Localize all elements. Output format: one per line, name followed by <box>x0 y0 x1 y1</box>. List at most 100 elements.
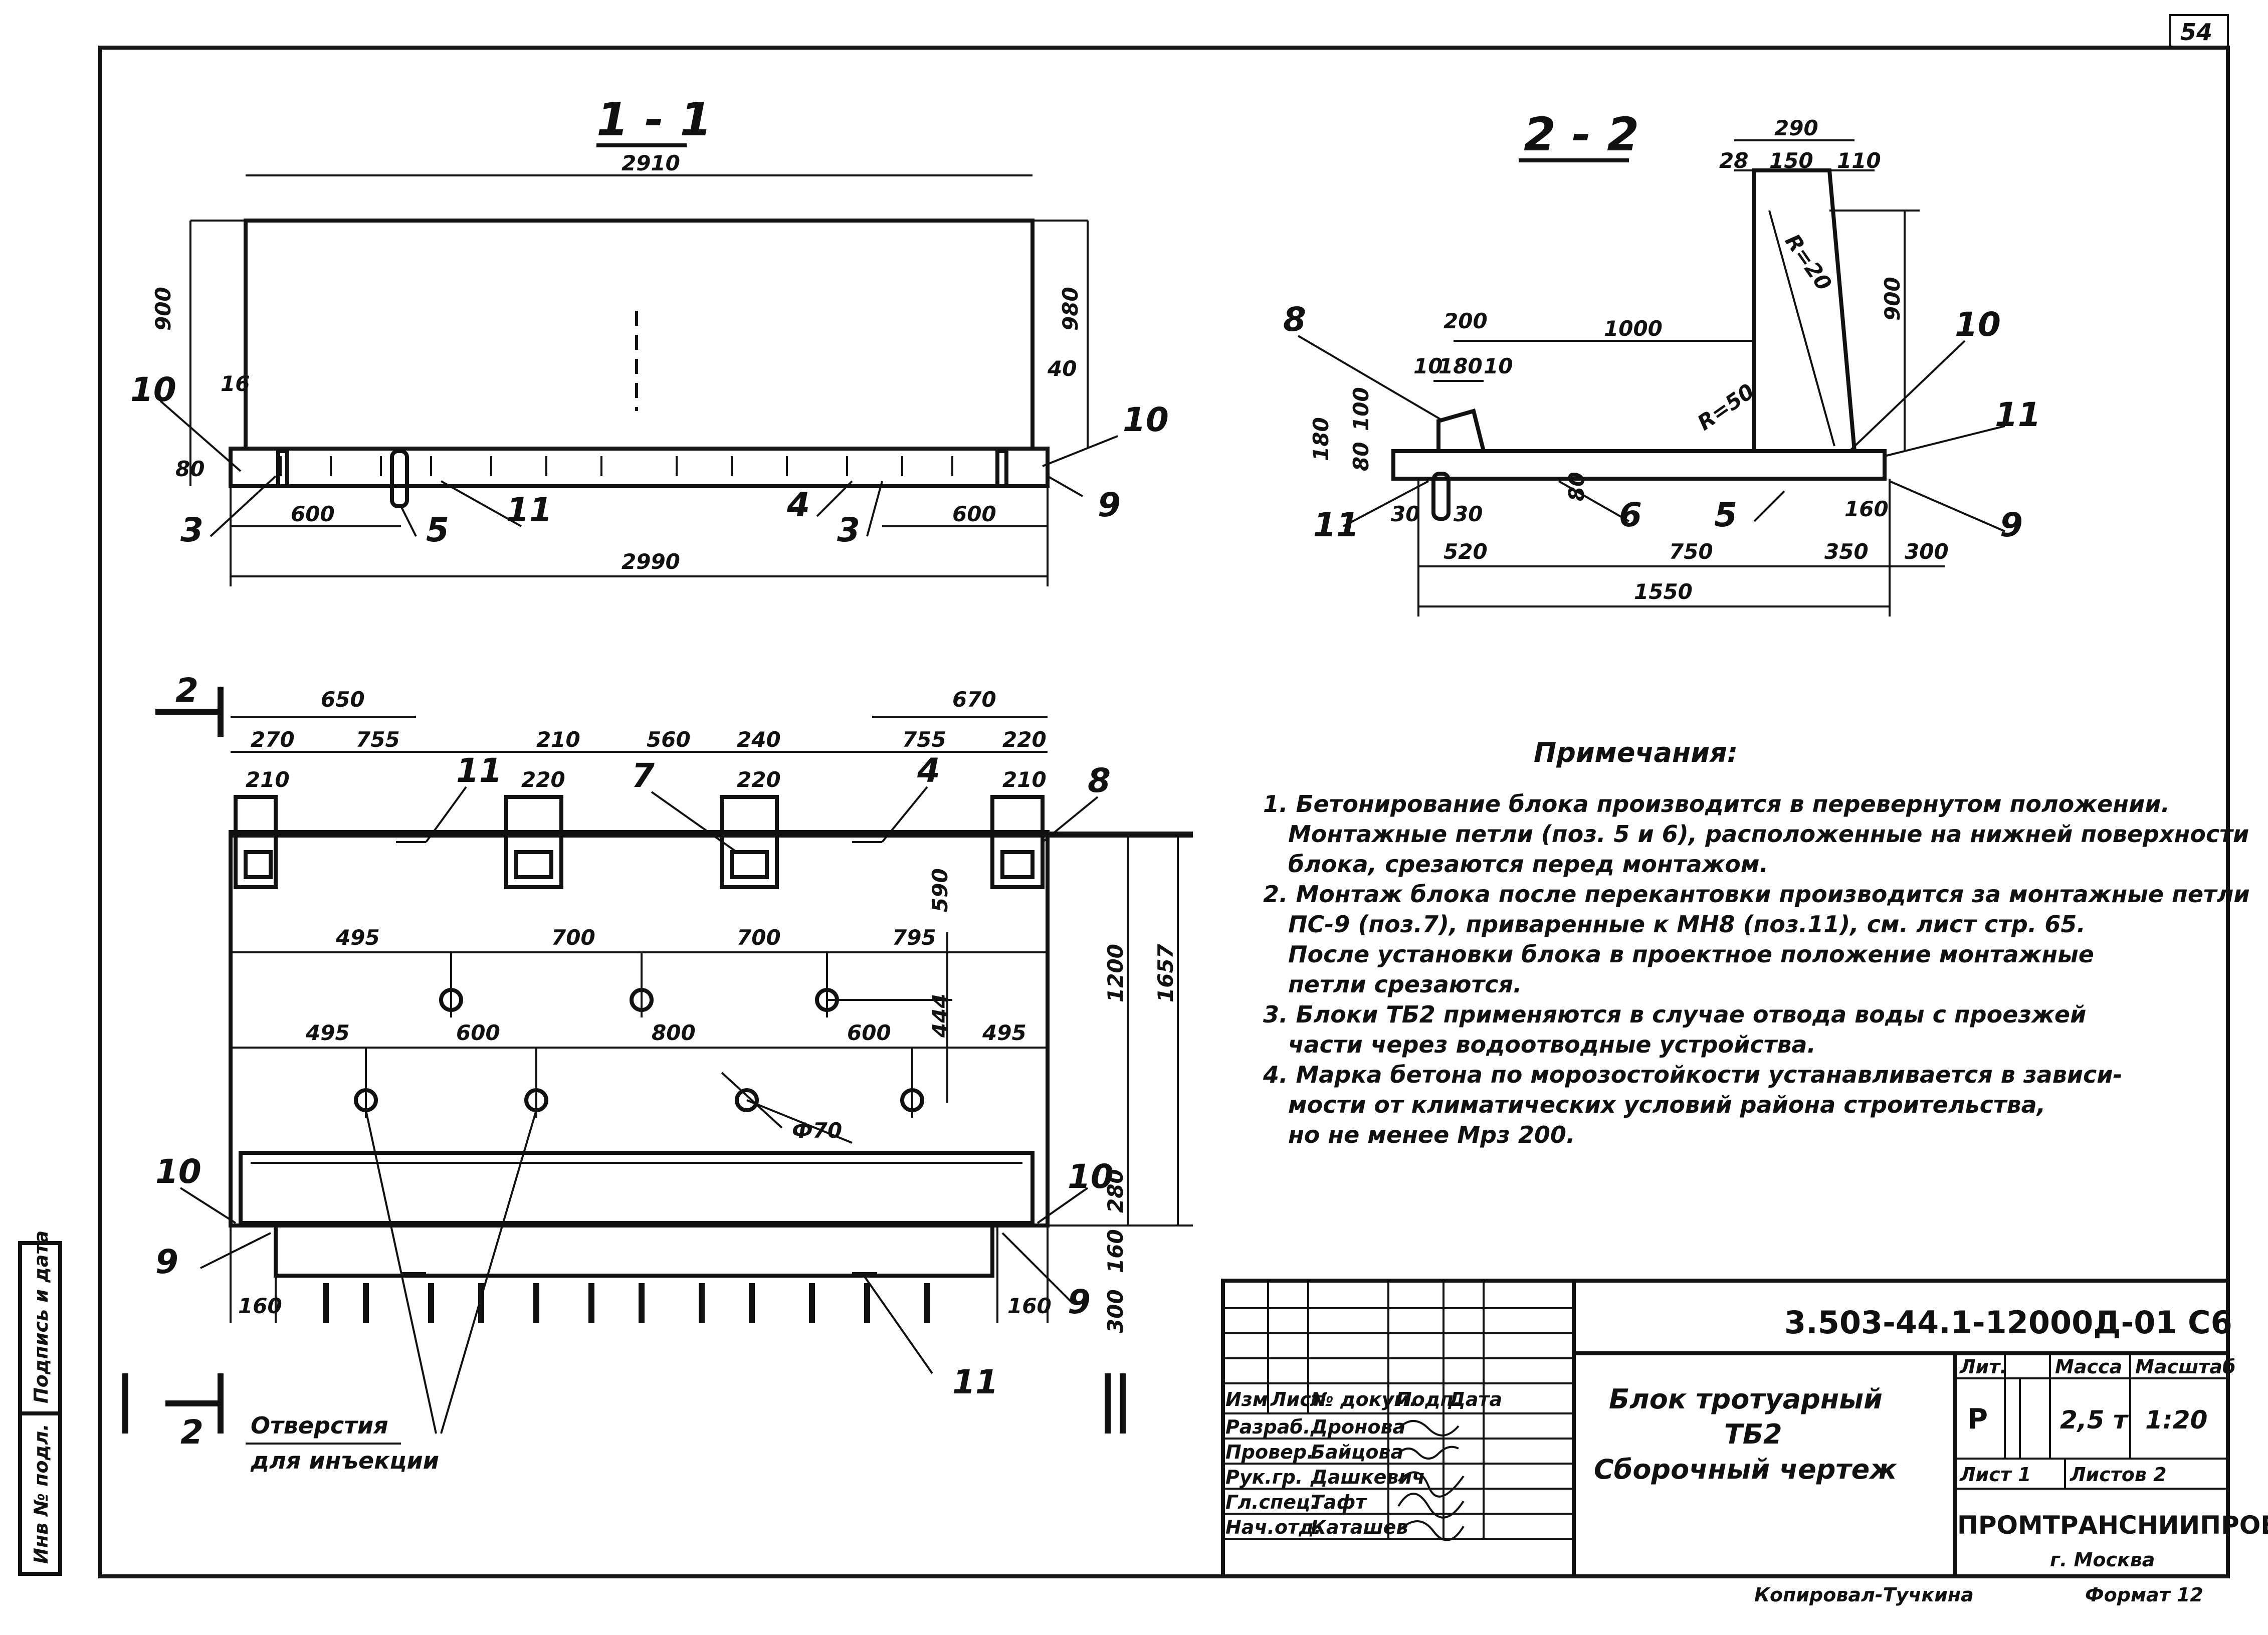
stamp-name-line1: Блок тротуарный <box>1609 1383 1883 1415</box>
dim-r20: R=20 <box>1780 230 1836 295</box>
stamp-name-5: Каташев <box>1311 1516 1408 1538</box>
stamp-role-1: Разраб. <box>1225 1416 1310 1438</box>
stamp-role-2: Провер. <box>1225 1441 1314 1463</box>
stamp-head-sign: Подп. <box>1396 1388 1461 1410</box>
dim-80: 80 <box>175 457 204 481</box>
dim-980: 980 <box>1058 287 1083 331</box>
pos-6-s2: 6 <box>1619 496 1642 534</box>
pos-4: 4 <box>786 486 810 524</box>
dim-1200: 1200 <box>1103 944 1128 1002</box>
pos-3-right: 3 <box>837 511 860 549</box>
dim-row1-495: 495 <box>335 925 380 950</box>
sheet-number-box <box>2169 14 2229 49</box>
stamp-format: Формат 12 <box>2085 1584 2203 1606</box>
dim-590: 590 <box>928 868 952 912</box>
dim-600-right: 600 <box>952 502 996 526</box>
dim-2910: 2910 <box>622 151 680 175</box>
stamp-mass: 2,5 т <box>2060 1405 2129 1435</box>
dim-row2-495b: 495 <box>982 1020 1026 1045</box>
pos-3-left: 3 <box>180 511 203 549</box>
stamp-scale-head: Масштаб <box>2135 1356 2236 1378</box>
stamp-head-izm: Изм <box>1225 1388 1268 1410</box>
side-stamp-inv: Инв № подл. <box>30 1423 52 1564</box>
side-stamp-sign: Подпись и дата <box>30 1231 52 1403</box>
plan-view: 2 2 650 670 270 755 210 560 240 755 220 … <box>122 671 1193 1474</box>
pos-11-left-s2: 11 <box>1313 506 1359 544</box>
dim-160-br: 160 <box>1007 1294 1052 1318</box>
title-block: Изм Лист № докум. Подп. Дата Разраб. Дро… <box>1221 1279 2268 1606</box>
dim-280: 280 <box>1103 1169 1128 1213</box>
dim-650: 650 <box>321 687 365 712</box>
pos-11-plan-b: 11 <box>952 1363 998 1401</box>
pos-10-plan-left: 10 <box>155 1152 201 1191</box>
stamp-name-line2: ТБ2 <box>1724 1418 1782 1450</box>
dim-r50: R=50 <box>1693 379 1759 435</box>
section-2-2-title: 2 - 2 <box>1524 108 1639 161</box>
dim-160-bl: 160 <box>238 1294 282 1318</box>
notes: Примечания: 1. Бетонирование блока произ… <box>1263 737 2250 1148</box>
dim-1657: 1657 <box>1153 943 1178 1002</box>
dim-750: 750 <box>1669 539 1713 564</box>
dim-1550: 1550 <box>1634 579 1693 604</box>
dim-40: 40 <box>1047 356 1077 381</box>
dim-1000: 1000 <box>1604 316 1663 341</box>
dim-16: 16 <box>221 371 250 396</box>
pos-9: 9 <box>1098 486 1121 524</box>
dim-180: 180 <box>1438 354 1483 378</box>
stamp-role-4: Гл.спец. <box>1225 1491 1318 1513</box>
dim-h180: 180 <box>1309 417 1333 461</box>
dim-300-v: 300 <box>1103 1289 1128 1333</box>
stamp-name-4: Тафт <box>1311 1491 1367 1513</box>
signatures <box>1397 1420 1465 1541</box>
dim-150: 150 <box>1769 148 1813 173</box>
note-line-2: Монтажные петли (поз. 5 и 6), расположен… <box>1288 821 2249 848</box>
dim-row2-495a: 495 <box>305 1020 350 1045</box>
pos-11-right-s2: 11 <box>1995 395 2041 434</box>
dim-755-right: 755 <box>902 727 946 752</box>
dim-row1-700a: 700 <box>551 925 595 950</box>
dim-phi70: Ф70 <box>792 1118 842 1143</box>
pos-8-s2: 8 <box>1283 300 1306 339</box>
note-line-3: блока, срезаются перед монтажом. <box>1288 851 1768 878</box>
cut-marker-2-top: 2 <box>175 671 198 710</box>
note-line-6: После установки блока в проектное положе… <box>1288 941 2094 968</box>
stamp-sheets: Листов 2 <box>2070 1464 2167 1486</box>
dim-h100: 100 <box>1349 387 1373 431</box>
dim-h80: 80 <box>1349 442 1373 471</box>
section-2-2: 2 - 2 290 28 150 110 R=20 900 200 1000 1… <box>1283 108 2041 617</box>
outer-frame <box>98 46 2230 1578</box>
note-line-5: ПС-9 (поз.7), приваренные к МН8 (поз.11)… <box>1288 911 2086 938</box>
dim-row2-600a: 600 <box>456 1020 500 1045</box>
stamp-head-date: Дата <box>1448 1388 1502 1410</box>
dim-110: 110 <box>1837 148 1881 173</box>
dim-row1-700b: 700 <box>737 925 781 950</box>
stamp-head-doc: № докум. <box>1310 1388 1417 1410</box>
note-line-1: 1. Бетонирование блока производится в пе… <box>1263 790 2170 817</box>
holes-label-line1: Отверстия <box>251 1412 388 1439</box>
dim-2990: 2990 <box>622 549 680 574</box>
dim-444: 444 <box>928 993 952 1038</box>
pos-9-s2: 9 <box>2000 506 2023 544</box>
dim-10b: 10 <box>1484 354 1513 378</box>
stamp-name-2: Байцова <box>1311 1441 1403 1463</box>
dim-755-left: 755 <box>356 727 400 752</box>
note-line-11: мости от климатических условий района ст… <box>1288 1091 2045 1118</box>
section-1-1: 1 - 1 2910 900 980 16 40 80 <box>130 93 1169 586</box>
stamp-mass-head: Масса <box>2055 1356 2122 1378</box>
dim-600-left: 600 <box>291 502 335 526</box>
dim-240: 240 <box>737 727 781 752</box>
stamp-lit-head: Лит. <box>1959 1356 2007 1378</box>
stamp-sheet: Лист 1 <box>1959 1464 2031 1486</box>
pos-10-left: 10 <box>130 370 176 409</box>
dim-160: 160 <box>1844 497 1889 521</box>
pos-10-plan-right: 10 <box>1068 1157 1114 1196</box>
dim-900: 900 <box>151 287 175 331</box>
dim-220-c: 220 <box>737 767 781 792</box>
note-line-12: но не менее Мрз 200. <box>1288 1121 1575 1148</box>
dim-row2-600b: 600 <box>847 1020 891 1045</box>
pos-4-plan: 4 <box>917 751 940 790</box>
pos-5-s2: 5 <box>1714 496 1737 534</box>
pos-11-plan-a: 11 <box>456 751 502 790</box>
dim-900-wall: 900 <box>1880 277 1905 321</box>
